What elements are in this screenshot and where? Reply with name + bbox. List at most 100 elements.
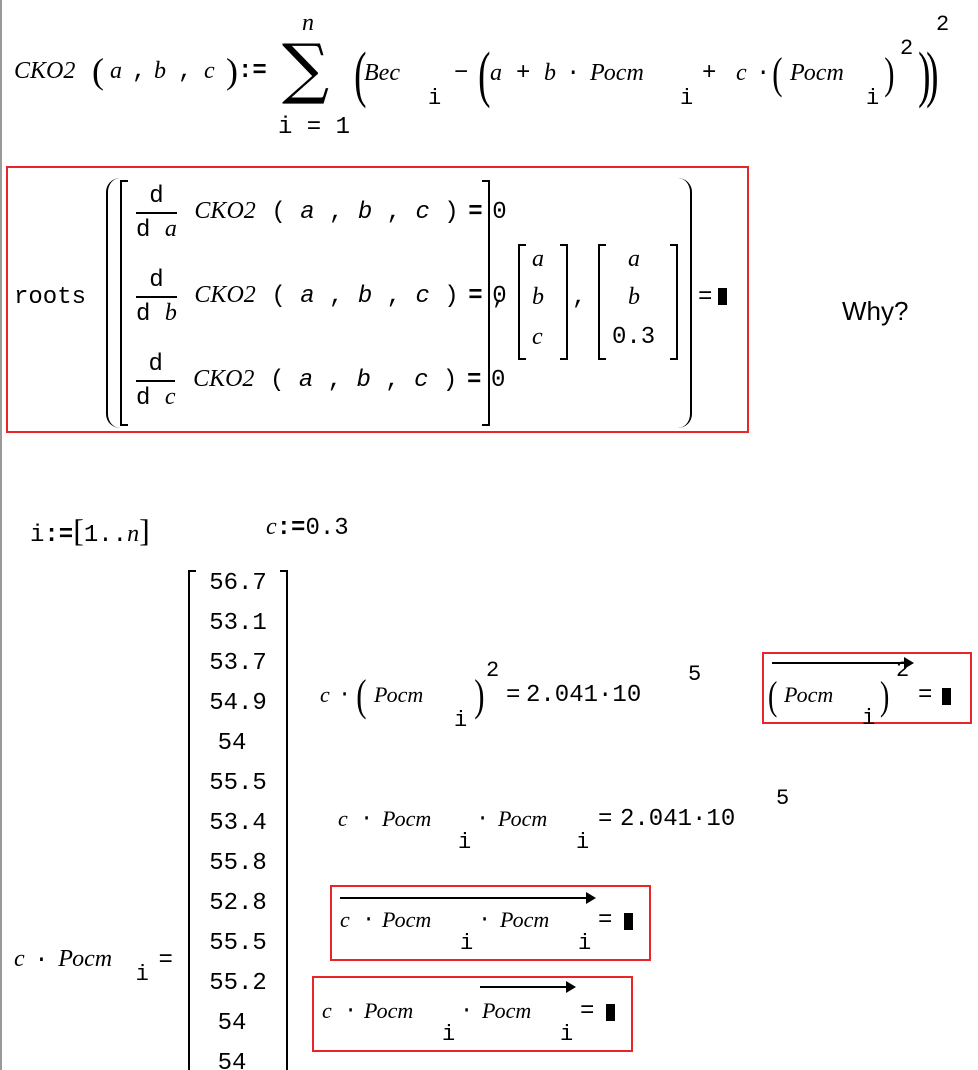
rhs-zero: 0: [492, 199, 507, 227]
bold-equals: =: [468, 283, 483, 311]
expr-c-height-squared[interactable]: c · ( Рост i ) 2 = 2.041·10 5: [320, 658, 720, 740]
cko2-definition[interactable]: CKO2 ( a , b , c ) := n ∑ i = 1 ( Bec i …: [14, 10, 974, 150]
fraction-numerator: d: [136, 182, 177, 214]
guess-bracket-left: [598, 244, 606, 360]
guess-a: a: [628, 246, 640, 272]
fraction-var: a: [164, 216, 177, 242]
equals: =: [158, 947, 173, 974]
vector-bracket-right: [280, 570, 288, 1070]
outer-paren-right: [676, 178, 692, 428]
var-c: c: [322, 998, 332, 1023]
var-c: c: [338, 806, 348, 831]
rhs-zero: 0: [490, 367, 506, 395]
sum-lower-limit: i = 1: [278, 114, 351, 141]
vectorized-product-box[interactable]: c · Рост i · Рост i =: [330, 885, 651, 961]
close-paren: ): [474, 671, 485, 720]
result-mantissa: 2.041·10: [620, 806, 736, 833]
c-height-lhs[interactable]: c · Рост i =: [14, 946, 173, 987]
height-var: Рост: [364, 998, 414, 1023]
equals: =: [918, 682, 933, 709]
rhs-zero: 0: [492, 283, 507, 311]
exponent: 2: [896, 658, 910, 683]
result-mantissa: 2.041·10: [526, 682, 642, 709]
vector-value: 55.5: [209, 770, 267, 797]
open-paren: (: [356, 671, 367, 720]
index-i: i: [458, 830, 472, 855]
plus-operator: +: [702, 60, 717, 87]
vectorized-square-box[interactable]: ( Рост i ) 2 =: [762, 652, 972, 731]
vector-value: 54.9: [209, 690, 267, 717]
vector-value: 55.2: [209, 970, 267, 997]
equations-bracket-left: [120, 180, 128, 426]
roots-eval-output[interactable]: =: [698, 284, 728, 311]
dot-operator: ·: [756, 60, 771, 87]
close-paren: ): [879, 673, 890, 718]
height-var: Рост: [482, 998, 532, 1023]
open-paren: (: [767, 673, 778, 718]
range-definition[interactable]: i:=[1..n]: [30, 512, 150, 549]
lhs-c: c: [14, 946, 25, 972]
fraction-numerator: d: [136, 266, 177, 298]
guess-c-value: 0.3: [612, 324, 656, 351]
comment-why: Why?: [842, 296, 909, 326]
lhs-height-var: Рост: [58, 946, 113, 972]
close-paren-large: ): [926, 41, 939, 109]
range-start: 1: [83, 522, 99, 549]
fraction-var: b: [164, 300, 177, 326]
dot-operator: ·: [476, 806, 490, 831]
open-paren: (: [772, 49, 783, 98]
arg-b: b: [154, 58, 166, 84]
outer-exponent-2: 2: [936, 12, 950, 37]
var-a: a: [490, 60, 502, 86]
placeholder-cursor: [942, 688, 951, 705]
comma: ,: [572, 284, 587, 311]
dot-operator: ·: [478, 907, 492, 932]
lhs-index: i: [135, 962, 149, 987]
assign-operator: :=: [238, 58, 267, 85]
index-i: i: [560, 1022, 574, 1047]
guess-b: b: [628, 284, 640, 310]
height-variable: Рост: [590, 60, 644, 86]
height-var: Рост: [382, 806, 432, 831]
cko2-call: CKO2: [194, 282, 256, 309]
vector-value: 55.8: [209, 850, 267, 877]
vector-bracket-left: [188, 570, 196, 1070]
index-i: i: [576, 830, 590, 855]
index-i: i: [578, 931, 592, 956]
equals: =: [580, 998, 595, 1025]
open-paren: (: [92, 51, 104, 91]
bracket-open: [: [73, 512, 84, 548]
outer-paren-left: [106, 178, 122, 428]
vars-bracket-right: [560, 244, 568, 360]
close-paren: ): [884, 49, 895, 98]
c-definition[interactable]: c:=0.3: [266, 514, 349, 542]
call-args: ( a , b , c ): [271, 283, 459, 311]
minus-operator: −: [454, 60, 469, 87]
vector-value: 54: [217, 1010, 247, 1037]
partial-vectorized-box[interactable]: c · Рост i · Рост i =: [312, 976, 633, 1052]
close-paren-large: ): [918, 41, 931, 109]
result-exponent: 5: [776, 786, 790, 811]
index-i: i: [866, 86, 880, 111]
close-paren: ): [226, 51, 238, 91]
range-var: i: [30, 522, 45, 549]
roots-expression-box[interactable]: roots d d a CKO2 ( a , b , c ) = 0 d d b…: [6, 166, 749, 433]
expr-c-height-height[interactable]: c · Рост i · Рост i = 2.041·10 5: [338, 786, 808, 856]
equation-row-c: d d c CKO2 ( a , b , c ) = 0: [136, 350, 505, 420]
height-var: Рост: [500, 907, 550, 932]
result-exponent: 5: [688, 662, 702, 687]
vector-value: 55.5: [209, 930, 267, 957]
fraction-var: c: [164, 384, 176, 410]
arg-c: c: [204, 58, 215, 84]
open-paren-large: (: [354, 41, 367, 109]
sum-upper-limit: n: [302, 10, 314, 36]
vectorize-arrow-icon: [340, 892, 596, 904]
derivative-fraction: d d c: [136, 350, 176, 414]
equals: =: [598, 806, 613, 833]
c-value: 0.3: [305, 515, 349, 542]
dot-operator: ·: [360, 806, 374, 831]
assign-operator: :=: [44, 522, 74, 549]
vars-a: a: [532, 246, 544, 272]
height-var: Рост: [498, 806, 548, 831]
fraction-d: d: [136, 385, 151, 412]
